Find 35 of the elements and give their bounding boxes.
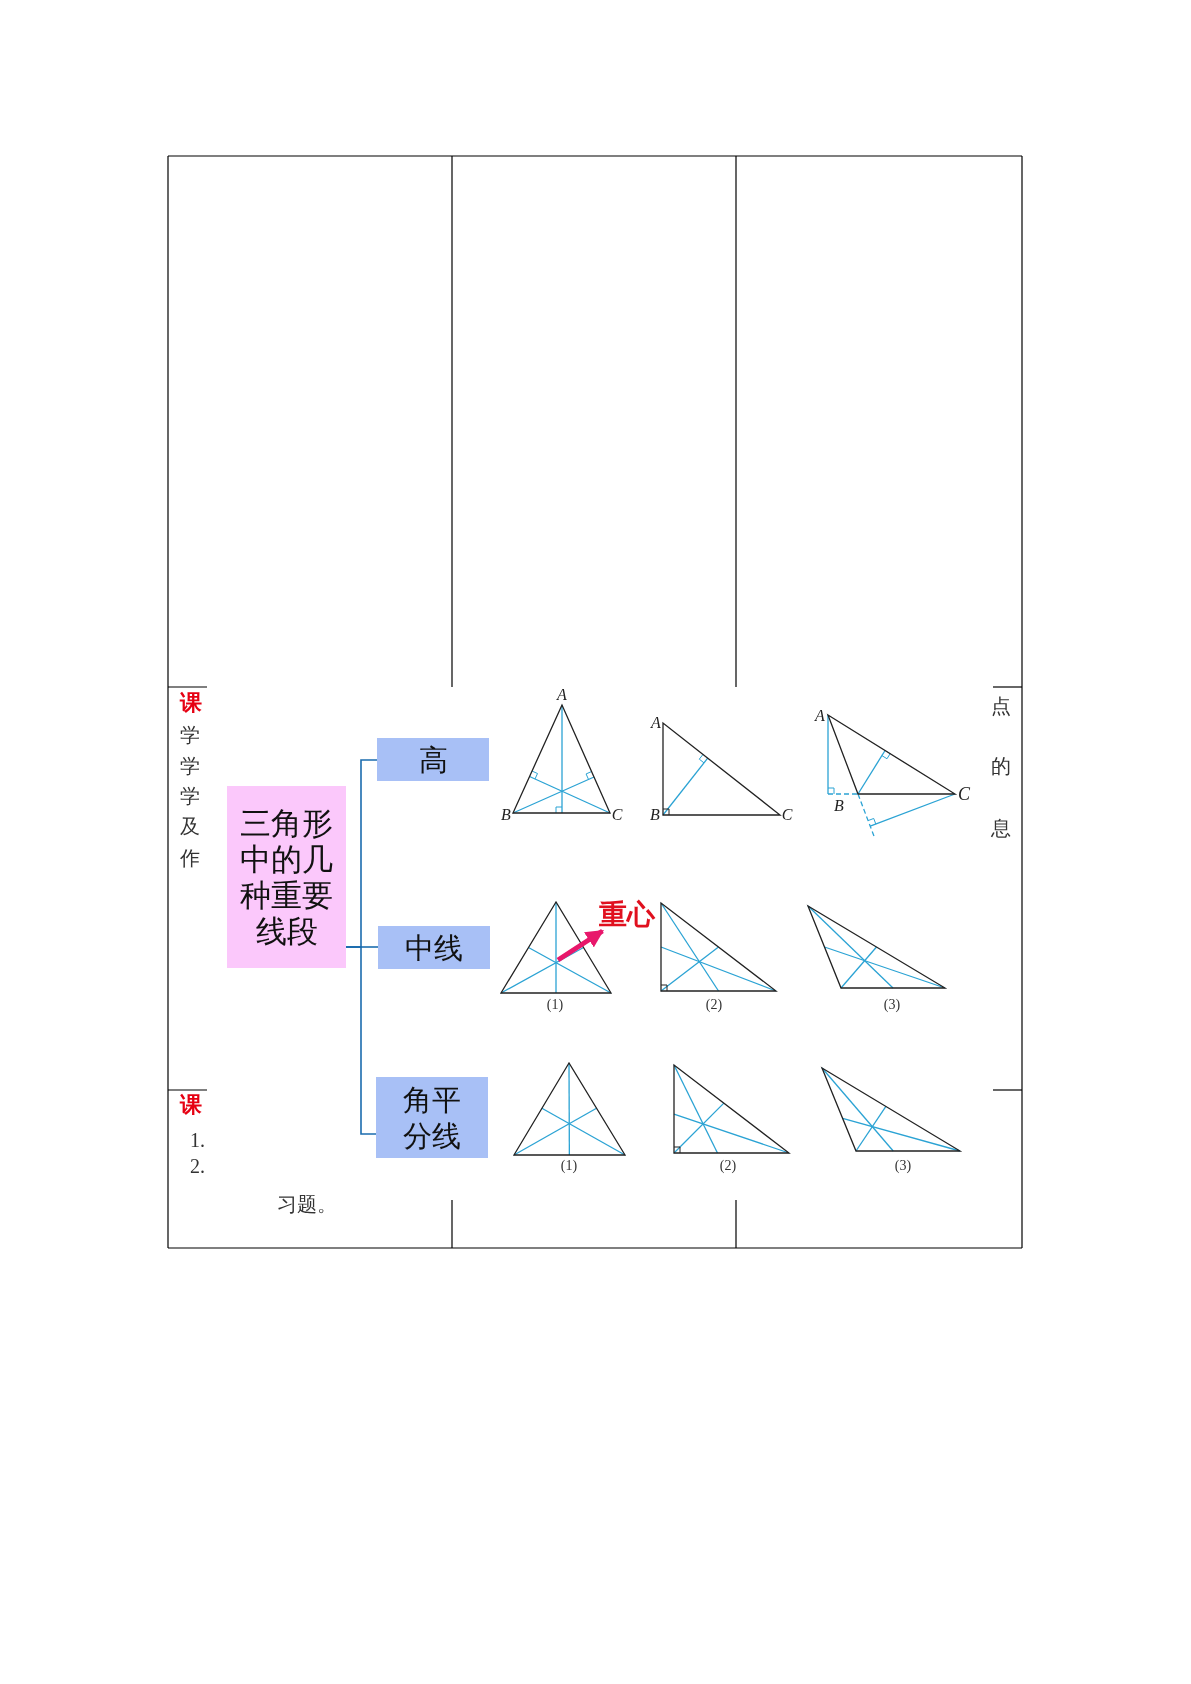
- category-box: 中线: [378, 926, 490, 969]
- vertex-label: A: [815, 707, 825, 726]
- connector-line: [345, 946, 377, 1135]
- body-text: 学: [180, 755, 200, 778]
- figure-number: (3): [883, 997, 901, 1014]
- body-text: 习题。: [277, 1193, 337, 1216]
- vertex-label: A: [557, 686, 567, 705]
- figure-number: (2): [719, 1158, 737, 1175]
- category-box: 高: [377, 738, 489, 781]
- topic-box: 三角形中的几种重要线段: [227, 786, 346, 968]
- body-text: 的: [991, 755, 1011, 778]
- centroid-label: 重心: [599, 899, 655, 931]
- arrow: [556, 928, 604, 963]
- vertex-label: C: [781, 806, 793, 825]
- vertex-label: C: [958, 784, 970, 805]
- body-text: 学: [180, 785, 200, 808]
- section-heading: 课: [180, 1092, 202, 1118]
- section-heading: 课: [180, 690, 202, 716]
- list-number: 2.: [190, 1155, 205, 1178]
- vertex-label: B: [650, 806, 660, 825]
- body-text: 及: [180, 815, 200, 838]
- figure-number: (1): [560, 1158, 578, 1175]
- body-text: 息: [991, 817, 1011, 840]
- body-text: 作: [180, 847, 200, 870]
- figure-number: (2): [705, 997, 723, 1014]
- category-box: 角平分线: [376, 1077, 488, 1158]
- body-text: 点: [991, 695, 1011, 718]
- body-text: 学: [180, 724, 200, 747]
- figure-number: (3): [894, 1158, 912, 1175]
- list-number: 1.: [190, 1129, 205, 1152]
- vertex-label: B: [834, 797, 844, 816]
- vertex-label: C: [611, 806, 623, 825]
- figure-number: (1): [546, 997, 564, 1014]
- vertex-label: A: [651, 714, 661, 733]
- vertex-label: B: [501, 806, 511, 825]
